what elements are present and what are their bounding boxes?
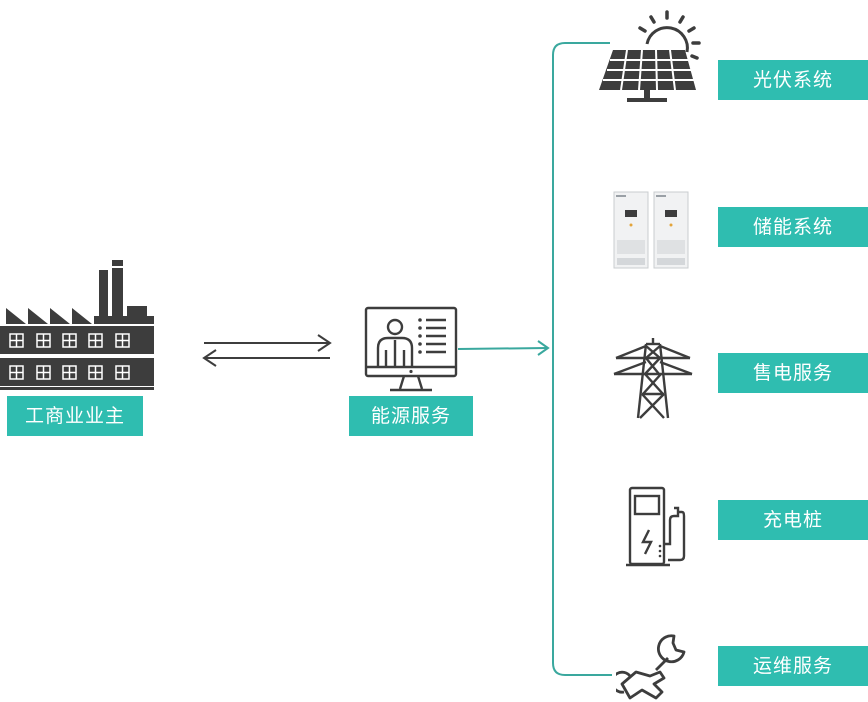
power-tower-icon bbox=[613, 338, 693, 419]
pv-system-label: 光伏系统 bbox=[718, 60, 868, 100]
monitor-person-icon bbox=[364, 306, 458, 392]
charging-pile-label: 充电桩 bbox=[718, 500, 868, 540]
charging-pile-icon bbox=[626, 486, 686, 567]
storage-system-label: 储能系统 bbox=[718, 207, 868, 247]
energy-storage-cabinet-icon bbox=[613, 191, 689, 269]
power-sales-label: 售电服务 bbox=[718, 353, 868, 393]
solar-panel-sun-icon bbox=[599, 10, 701, 102]
om-service-label: 运维服务 bbox=[718, 646, 868, 686]
wrench-hand-icon bbox=[616, 634, 686, 700]
factory-icon bbox=[0, 260, 154, 390]
energy-service-label: 能源服务 bbox=[349, 396, 473, 436]
two-way-arrows-icon bbox=[202, 334, 332, 367]
owner-label: 工商业业主 bbox=[7, 396, 143, 436]
